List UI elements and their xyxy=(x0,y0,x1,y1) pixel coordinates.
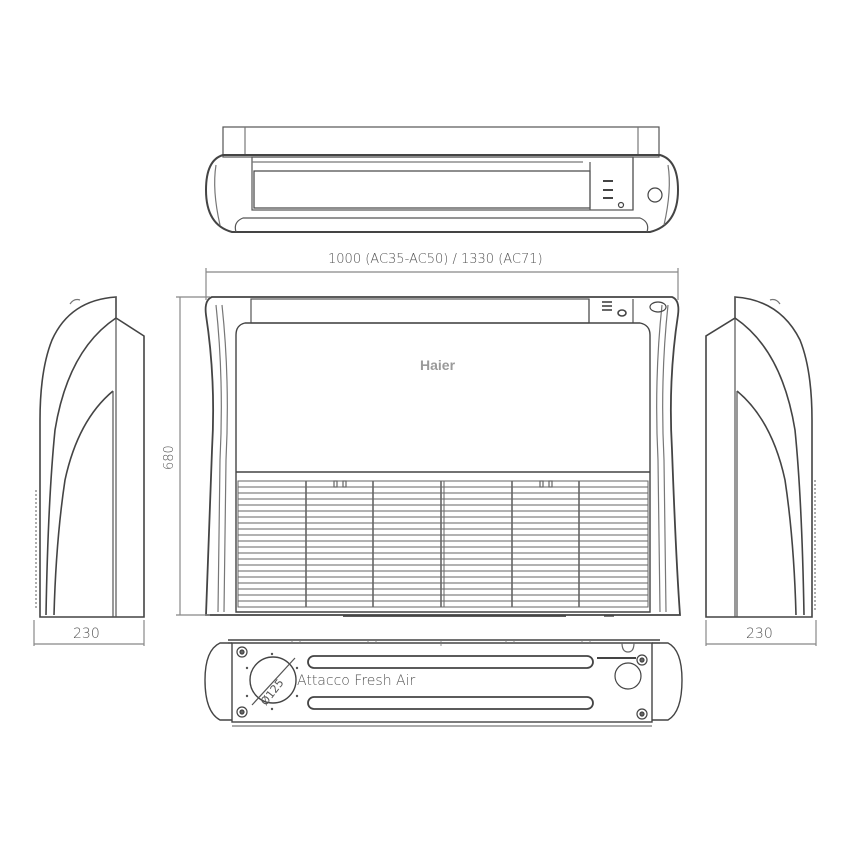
rear-view xyxy=(204,639,683,727)
left-depth-dimension xyxy=(33,620,145,646)
right-depth-label: 230 xyxy=(746,626,773,642)
front-grille xyxy=(237,480,649,608)
height-dimension xyxy=(176,296,210,616)
top-view xyxy=(204,126,680,233)
brand-logo: Haier xyxy=(420,357,456,373)
left-depth-label: 230 xyxy=(73,626,100,642)
width-dimension-label: 1000 (AC35-AC50) / 1330 (AC71) xyxy=(328,252,543,267)
right-depth-dimension xyxy=(705,620,817,646)
fresh-air-label: Attacco Fresh Air xyxy=(297,673,416,689)
height-dimension-label: 680 xyxy=(162,445,177,470)
front-view xyxy=(204,296,681,617)
right-side-view xyxy=(705,296,816,618)
width-dimension xyxy=(205,268,679,300)
left-side-view xyxy=(35,296,145,618)
